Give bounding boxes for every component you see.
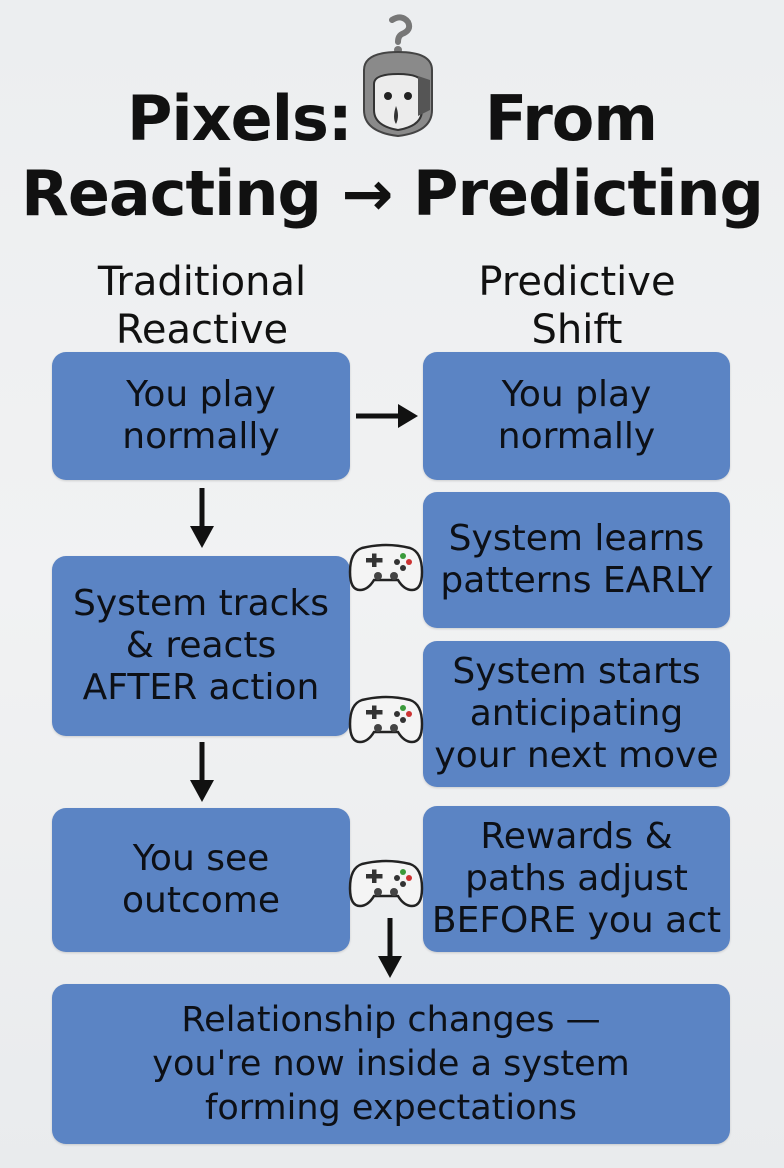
left-column-heading: Traditional Reactive [97,259,307,353]
left-step-play: You play normally [52,352,350,480]
gamepad-icon [348,859,424,908]
title-pixels: Pixels: [126,82,353,155]
gamepad-icon [348,695,424,744]
final-outcome-box: Relationship changes — you're now inside… [52,984,730,1144]
title-line-2: Reacting → Predicting [21,157,764,230]
gamepad-icon [348,543,424,592]
robot-mascot-icon [363,14,433,138]
right-step-learn: System learns patterns EARLY [423,492,730,628]
arrow-down-icon [378,918,402,978]
arrow-right-icon [356,404,418,428]
right-step-anticipate: System starts anticipating your next mov… [423,641,730,787]
right-column-heading: Predictive Shift [478,259,676,353]
right-step-play: You play normally [423,352,730,480]
right-step-adjust: Rewards & paths adjust BEFORE you act [423,806,730,952]
title-line-1: Pixels: From [0,88,784,150]
arrow-down-icon [190,488,214,548]
left-step-track: System tracks & reacts AFTER action [52,556,350,736]
left-step-outcome: You see outcome [52,808,350,952]
title-from: From [484,82,658,155]
arrow-down-icon [190,742,214,802]
